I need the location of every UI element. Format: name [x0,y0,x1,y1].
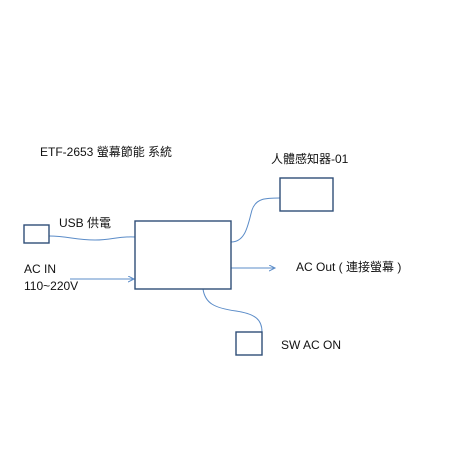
ac-in-voltage-label: 110~220V [24,279,79,293]
switch-box [235,331,263,356]
usb-connector-line [48,235,136,241]
switch-label: SW AC ON [281,338,342,352]
diagram-title: ETF-2653 螢幕節能 系統 [40,145,173,159]
usb-power-label: USB 供電 [59,216,112,230]
sensor-connector-line [230,197,281,243]
sensor-box [279,177,334,212]
ac-in-label: AC IN [24,262,57,276]
sensor-label: 人體感知器-01 [271,152,349,166]
ac-out-label: AC Out ( 連接螢幕 ) [296,260,402,274]
usb-power-box [23,224,50,244]
main-controller-box [134,220,232,290]
switch-connector-line [202,288,263,333]
